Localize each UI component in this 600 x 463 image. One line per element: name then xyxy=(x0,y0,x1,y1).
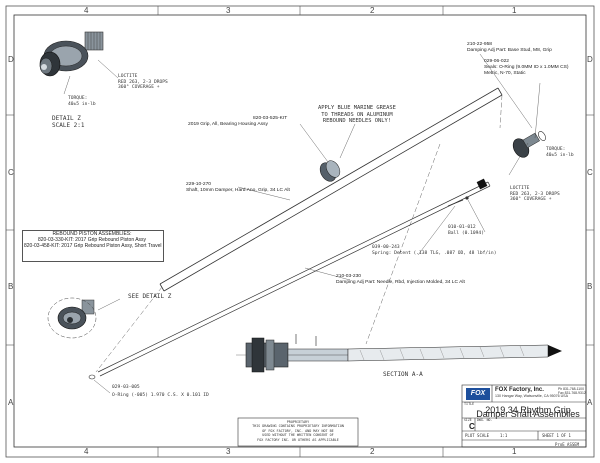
rebound-piston-box xyxy=(22,230,164,262)
zone-left-b: B xyxy=(8,282,14,291)
grease-note: APPLY BLUE MARINE GREASE TO THREADS ON A… xyxy=(318,105,396,125)
zone-right-a: A xyxy=(587,398,593,407)
zone-left-c: C xyxy=(8,168,14,177)
company-address: 130 Hangar Way, Watsonville, CA 95076 US… xyxy=(495,394,568,398)
rebound-piston-text: REBOUND PISTON ASSEMBLIES: 820-03-330-KI… xyxy=(24,231,162,249)
plot-scale-value: 1:1 xyxy=(500,433,508,438)
zone-top-2: 2 xyxy=(370,6,375,15)
spring-part xyxy=(447,199,464,207)
fox-logo: FOX xyxy=(466,388,490,400)
detail-z-caption: DETAIL Z SCALE 2:1 xyxy=(52,115,85,129)
zone-left-d: D xyxy=(8,55,14,64)
detail-z-part xyxy=(39,31,119,95)
damper-shaft xyxy=(159,87,503,292)
callout-bearing-housing: 820-03-525-KIT 2019 Grip, All, Bearing H… xyxy=(188,116,288,127)
zone-bottom-1: 1 xyxy=(512,447,517,456)
base-stud-part xyxy=(508,82,546,176)
section-a-a xyxy=(236,334,562,373)
detail-z-torque: TORQUE: 40±5 in-lb xyxy=(68,96,96,107)
company-phone: Ph 831-768-1100 Fax 831-768-9312 xyxy=(558,387,586,395)
bearing-housing-part xyxy=(319,160,341,182)
leader-lines xyxy=(93,53,533,394)
zone-right-b: B xyxy=(587,282,593,291)
callout-loctite-right: LOCTITE RED 263, 2-3 DROPS 360° COVERAGE… xyxy=(510,186,560,203)
drawing-subtitle: Damper Shaft Assemblies xyxy=(476,409,580,419)
callout-shaft: 229-10-270 Shaft, 10mm Damper, Hard Ano,… xyxy=(186,182,290,193)
small-oring-part xyxy=(88,374,96,380)
revision-letter: C xyxy=(469,422,475,431)
zone-top-3: 3 xyxy=(226,6,231,15)
zone-left-a: A xyxy=(8,398,14,407)
drawing-title: 2019 34 Rhythm Grip xyxy=(485,405,571,415)
cad-user: ProE ASSEM xyxy=(555,442,580,447)
proprietary-notice: PROPRIETARY THIS DRAWING CONTAINS PROPRI… xyxy=(252,420,344,442)
zone-right-c: C xyxy=(587,168,593,177)
callout-small-oring: 029-03-005 O-Ring (-005) 1.970 C.S. X 0.… xyxy=(112,385,209,398)
detail-z-loctite: LOCTITE RED 263, 2-3 DROPS 360° COVERAGE… xyxy=(118,74,168,91)
zone-bottom-2: 2 xyxy=(370,447,375,456)
callout-torque-right: TORQUE: 40±5 in-lb xyxy=(546,147,574,158)
zone-right-d: D xyxy=(587,55,593,64)
ball-part xyxy=(465,196,469,200)
size-label: SIZE xyxy=(464,418,472,422)
plot-scale-label: PLOT SCALE xyxy=(465,433,490,438)
title-block-grid xyxy=(237,384,587,448)
callout-needle: 210-03-230 Damping Adj Part: Needle, Rbd… xyxy=(336,274,465,285)
zone-top-1: 1 xyxy=(512,6,517,15)
rebound-piston-part xyxy=(47,297,97,339)
callout-oring-seal: 029-06-022 Seals: O-Ring (9.0MM ID x 1.0… xyxy=(484,59,569,76)
zone-top-4: 4 xyxy=(84,6,89,15)
zone-bottom-4: 4 xyxy=(84,447,89,456)
zone-ticks xyxy=(6,6,594,457)
needle-part xyxy=(97,178,491,377)
company-name: FOX Factory, Inc. xyxy=(495,387,544,393)
zone-bottom-3: 3 xyxy=(226,447,231,456)
callout-spring: 039-00-243 Spring: Detent (.138 TLG, .08… xyxy=(372,245,497,256)
sheet-number: SHEET 1 OF 1 xyxy=(542,433,571,438)
callout-ball: 010-01-012 Ball (0.1094) xyxy=(448,225,484,236)
see-detail-z: SEE DETAIL Z xyxy=(128,293,172,300)
title-label: TITLE xyxy=(464,402,475,406)
projection-lines xyxy=(95,94,503,373)
dwg-no-label: DWG. NO. xyxy=(477,418,493,422)
section-a-a-label: SECTION A-A xyxy=(383,371,423,378)
callout-base-stud: 210-22-958 Damping Adj Part: Base Stud, … xyxy=(467,42,552,53)
